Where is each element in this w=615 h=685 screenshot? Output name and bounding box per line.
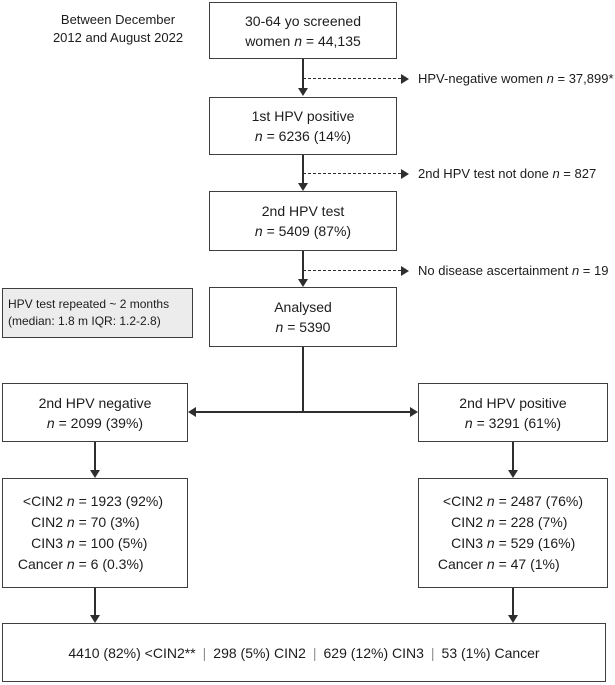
- outcome-row: CIN3 n = 100 (5%): [31, 535, 148, 551]
- box-screened-line2: women n = 44,135: [245, 32, 361, 49]
- connector-negoutcomes-to-total: [94, 588, 96, 615]
- box-first-hpv-positive: 1st HPV positive n = 6236 (14%): [209, 97, 397, 155]
- box-second-pos-line1: 2nd HPV positive: [459, 394, 567, 411]
- connector-posoutcomes-to-total: [512, 588, 514, 615]
- connector-screened-to-firsthpv: [302, 59, 304, 89]
- arrowhead-right-icon: [401, 265, 409, 276]
- box-screened-line1: 30-64 yo screened: [245, 12, 361, 29]
- box-analysed: Analysed n = 5390: [209, 287, 397, 347]
- separator: |: [312, 644, 317, 661]
- arrowhead-down-icon: [297, 279, 308, 287]
- box-screened-women: 30-64 yo screened women n = 44,135: [209, 2, 397, 59]
- arrowhead-down-icon: [297, 88, 308, 96]
- arrowhead-right-icon: [410, 407, 418, 417]
- box-total-summary: 4410 (82%) <CIN2** | 298 (5%) CIN2 | 629 (12…: [2, 623, 606, 682]
- total-segment: 298 (5%) CIN2: [213, 644, 306, 661]
- dashed-branch-no-ascertainment: [303, 270, 401, 271]
- arrowhead-down-icon: [89, 615, 100, 623]
- outcome-row: CIN2 n = 70 (3%): [31, 514, 140, 530]
- outcome-row: CIN3 n = 529 (16%): [451, 535, 576, 551]
- exclusion-note-test-not-done: 2nd HPV test not done n = 827: [418, 166, 597, 181]
- separator: |: [202, 644, 207, 661]
- box-outcomes-negative: <CIN2 n = 1923 (92%) CIN2 n = 70 (3%) CI…: [2, 478, 188, 588]
- outcome-row: CIN2 n = 228 (7%): [451, 514, 568, 530]
- connector-analysed-to-split: [302, 347, 304, 413]
- box-second-neg-line1: 2nd HPV negative: [38, 394, 152, 411]
- box-second-test-line1: 2nd HPV test: [261, 203, 345, 219]
- box-second-neg-line2: n = 2099 (39%): [46, 414, 144, 431]
- study-period-note: Between December 2012 and August 2022: [28, 11, 208, 47]
- repeat-note-line2: (median: 1.8 m IQR: 1.2-2.8): [8, 314, 161, 328]
- box-second-pos-line2: n = 3291 (61%): [464, 414, 562, 431]
- arrowhead-down-icon: [507, 470, 518, 478]
- box-analysed-line1: Analysed: [274, 299, 332, 315]
- exclusion-note-hpv-negative: HPV-negative women n = 37,899*: [418, 71, 614, 86]
- total-segment: 4410 (82%) <CIN2**: [68, 644, 196, 661]
- dashed-branch-test-not-done: [303, 173, 401, 174]
- outcome-row: <CIN2 n = 2487 (76%): [442, 493, 584, 509]
- outcome-row: Cancer n = 6 (0.3%): [17, 556, 144, 572]
- connector-positive-to-outcomes: [512, 442, 514, 470]
- connector-firsthpv-to-secondtest: [302, 155, 304, 184]
- box-second-test-line2: n = 5409 (87%): [254, 223, 352, 239]
- connector-secondtest-to-analysed: [302, 251, 304, 279]
- repeat-interval-note: HPV test repeated ~ 2 months (median: 1.…: [2, 288, 193, 338]
- arrowhead-down-icon: [89, 470, 100, 478]
- box-first-hpv-line1: 1st HPV positive: [251, 108, 355, 124]
- box-analysed-line2: n = 5390: [275, 319, 331, 335]
- box-first-hpv-line2: n = 6236 (14%): [254, 128, 352, 144]
- study-period-line2: 2012 and August 2022: [52, 30, 184, 45]
- arrowhead-down-icon: [507, 615, 518, 623]
- outcome-row: <CIN2 n = 1923 (92%): [22, 493, 164, 509]
- total-segment: 53 (1%) Cancer: [441, 644, 540, 661]
- dashed-branch-hpv-negative: [303, 78, 401, 79]
- box-outcomes-positive: <CIN2 n = 2487 (76%) CIN2 n = 228 (7%) C…: [418, 478, 608, 588]
- total-summary-line: 4410 (82%) <CIN2** | 298 (5%) CIN2 | 629 (12…: [68, 643, 539, 663]
- total-segment: 629 (12%) CIN3: [323, 644, 424, 661]
- arrowhead-right-icon: [401, 168, 409, 179]
- split-horizontal-line: [196, 411, 410, 413]
- study-period-line1: Between December: [60, 12, 176, 27]
- arrowhead-left-icon: [188, 407, 196, 417]
- exclusion-note-no-ascertainment: No disease ascertainment n = 19: [418, 263, 609, 278]
- arrowhead-right-icon: [401, 73, 409, 84]
- box-second-hpv-negative: 2nd HPV negative n = 2099 (39%): [2, 383, 188, 442]
- arrowhead-down-icon: [297, 183, 308, 191]
- box-second-hpv-test: 2nd HPV test n = 5409 (87%): [209, 191, 397, 251]
- separator: |: [430, 644, 435, 661]
- repeat-note-line1: HPV test repeated ~ 2 months: [8, 297, 170, 311]
- box-second-hpv-positive: 2nd HPV positive n = 3291 (61%): [418, 383, 608, 442]
- outcome-row: Cancer n = 47 (1%): [437, 556, 560, 572]
- connector-negative-to-outcomes: [94, 442, 96, 470]
